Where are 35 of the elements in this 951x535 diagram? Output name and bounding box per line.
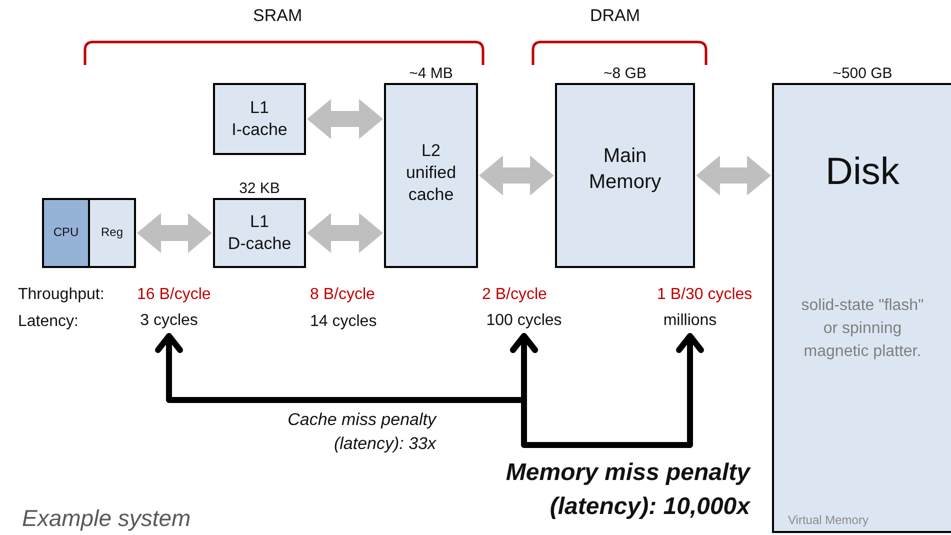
double-arrow	[307, 213, 383, 253]
latency-value: 100 cycles	[480, 312, 568, 336]
storage-description: solid-state "flash" or spinning magnetic platter.	[800, 296, 925, 362]
size-label: ~500 GB	[832, 65, 892, 82]
group-label: SRAM	[253, 6, 302, 26]
latency-value: 3 cycles	[132, 312, 206, 336]
box-label: Reg	[100, 225, 123, 241]
size-label: ~4 MB	[409, 65, 453, 82]
box-label: CPU	[53, 225, 79, 241]
box-label: Main Memory	[588, 144, 662, 195]
double-arrow	[696, 156, 771, 196]
arrow	[510, 333, 704, 448]
box-label: L1 D-cache	[226, 210, 292, 255]
memory-box	[42, 198, 90, 268]
memory-box	[213, 83, 306, 155]
box-label: L2 unified cache	[404, 140, 458, 206]
storage-note: Virtual Memory	[788, 513, 868, 527]
group-label: DRAM	[590, 6, 640, 26]
size-label: ~8 GB	[604, 65, 646, 82]
double-arrow	[137, 213, 212, 253]
storage-title: Disk	[826, 151, 900, 194]
metric-label: Latency:	[18, 313, 78, 331]
caption-text: Example system	[22, 505, 191, 532]
double-arrow	[307, 99, 383, 139]
metric-label: 16 B/cycle	[137, 286, 211, 304]
memory-box	[88, 198, 136, 268]
double-arrow	[479, 156, 554, 196]
size-label: 32 KB	[239, 180, 280, 197]
metric-label: 8 B/cycle	[310, 286, 375, 304]
box-label: L1 I-cache	[230, 96, 288, 141]
metric-label: 14 cycles	[310, 313, 377, 331]
metric-label: 1 B/30 cycles	[657, 286, 752, 304]
metric-label: Throughput:	[18, 286, 104, 304]
latency-value: millions	[655, 312, 725, 336]
metric-label: 2 B/cycle	[482, 286, 547, 304]
